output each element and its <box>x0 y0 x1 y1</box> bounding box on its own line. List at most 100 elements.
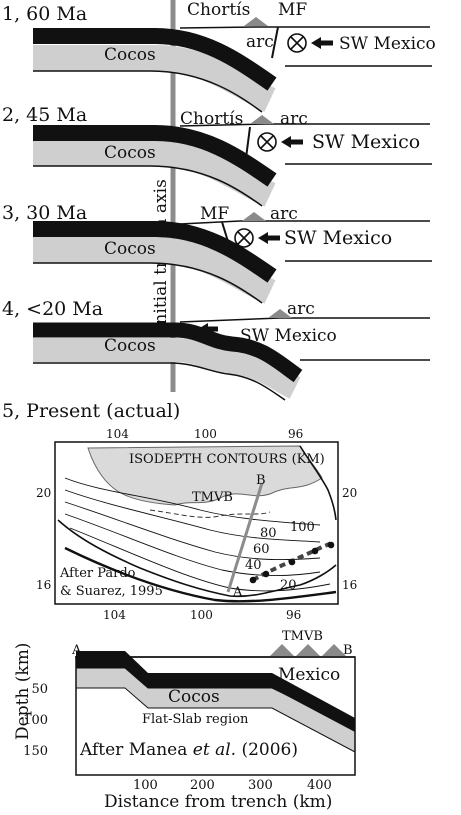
stage-3-title: 3, 30 Ma <box>2 202 87 224</box>
stage-3-cocos-label: Cocos <box>104 239 156 259</box>
map-citation-line2: & Suarez, 1995 <box>60 584 163 599</box>
volcano-dot <box>288 558 296 566</box>
stage-3-sw-mexico-label: SW Mexico <box>284 227 392 249</box>
map-title: ISODEPTH CONTOURS (KM) <box>129 452 325 467</box>
section-y-axis-label: Depth (km) <box>13 643 33 740</box>
map-top-tick: 96 <box>288 427 303 441</box>
stage-3-arc-label: arc <box>270 204 298 224</box>
stage-2-slab-base <box>33 165 263 207</box>
stage-1: 1, 60 Ma Cocos Chortís MF arc SW Mexico <box>2 0 436 113</box>
stage-1-fault <box>271 26 279 59</box>
trench-line <box>64 546 337 603</box>
contour-label: 40 <box>245 558 262 573</box>
stage-1-slab-gray <box>33 45 276 112</box>
profile-end-a: A <box>232 585 243 600</box>
section-y-tick: 50 <box>31 682 48 697</box>
map-tmvb-label: TMVB <box>192 490 233 505</box>
section-end-b: B <box>343 643 353 658</box>
stage-1-into-page-icon <box>287 33 307 53</box>
section-frame <box>75 656 356 776</box>
map-top-tick: 100 <box>194 427 217 441</box>
stage-2-chortis-label: Chortís <box>180 109 243 129</box>
stage-1-sw-mexico-label: SW Mexico <box>339 34 436 54</box>
isodepth-map: 104 100 96 100 80 60 40 20 A B <box>36 427 357 622</box>
stage-4-slab-base <box>33 362 286 401</box>
stage-4-arc-label: arc <box>287 299 315 319</box>
section-x-axis-label: Distance from trench (km) <box>104 792 332 812</box>
volcano-dot <box>311 547 319 555</box>
section-tmvb-label: TMVB <box>282 629 323 644</box>
map-citation-line1: After Pardo <box>59 566 136 581</box>
section-cocos-label: Cocos <box>168 687 220 707</box>
stage-2-into-page-icon <box>257 132 277 152</box>
section-volcano <box>296 644 320 656</box>
stage-2: 2, 45 Ma Cocos Chortís arc SW Mexico <box>2 104 432 207</box>
tmvb-region <box>87 445 323 506</box>
stage-4-cocos-label: Cocos <box>104 336 156 356</box>
section-slab-black <box>76 651 355 732</box>
section-flat-slab-label: Flat-Slab region <box>142 712 249 727</box>
cross-section: TMVB A B Mexico Cocos Flat-Slab region A… <box>13 629 356 812</box>
contour-20 <box>69 527 331 592</box>
stage-3-mf-label: MF <box>200 204 229 224</box>
stage-3-into-page-icon <box>234 228 254 248</box>
volcano-dot <box>249 576 257 584</box>
stage-3-fault <box>221 221 231 249</box>
stage-1-arc-label: arc <box>246 32 274 52</box>
stage-2-arc-volcano <box>250 115 274 124</box>
section-x-tick: 100 <box>133 778 158 793</box>
map-right-tick: 16 <box>342 578 357 592</box>
stage-2-sw-mexico-label: SW Mexico <box>312 131 420 153</box>
section-citation: After Manea et al. (2006) <box>79 740 298 760</box>
stage-1-arrow-icon <box>311 37 321 49</box>
coastline <box>57 445 337 598</box>
stage-2-arc-label: arc <box>280 109 308 129</box>
volcanic-line <box>251 540 335 582</box>
contour-label: 80 <box>260 526 277 541</box>
stage-2-cocos-label: Cocos <box>104 143 156 163</box>
map-left-tick: 20 <box>36 486 51 500</box>
stage-2-arrow-icon <box>281 136 291 148</box>
volcano-dot <box>262 570 270 578</box>
contour-40 <box>64 513 321 576</box>
stage-1-slab-black <box>33 28 277 91</box>
stage-1-plate-top <box>179 26 430 29</box>
stage-1-slab-base <box>33 70 263 113</box>
stage-1-title: 1, 60 Ma <box>2 3 87 25</box>
stage-4-slab-gray <box>33 338 301 399</box>
section-y-tick: 150 <box>23 744 48 759</box>
stage-4: 4, <20 Ma Cocos arc SW Mexico <box>2 298 430 401</box>
stage-3-arc-volcano <box>242 212 266 221</box>
stage-1-chortis-label: Chortís <box>187 0 250 20</box>
map-section-title: 5, Present (actual) <box>2 400 180 422</box>
stage-2-slab-black <box>33 125 277 187</box>
section-mexico-label: Mexico <box>278 665 340 685</box>
contour-label: 20 <box>280 578 297 593</box>
profile-line-ab <box>226 482 264 593</box>
contour-label: 60 <box>253 542 270 557</box>
stage-2-fault <box>245 126 251 159</box>
map-left-tick: 16 <box>36 578 51 592</box>
map-top-tick: 104 <box>106 427 129 441</box>
stage-1-arc-volcano <box>244 17 268 26</box>
stage-1-cocos-label: Cocos <box>104 45 156 65</box>
stage-4-title: 4, <20 Ma <box>2 298 103 320</box>
stage-4-sw-mexico-label: SW Mexico <box>240 326 337 346</box>
contour-100 <box>64 477 321 526</box>
section-x-tick: 400 <box>307 778 332 793</box>
stage-2-title: 2, 45 Ma <box>2 104 87 126</box>
contour-dashed <box>149 509 271 518</box>
section-volcano <box>270 644 294 656</box>
map-bottom-tick: 100 <box>190 608 213 622</box>
profile-end-b: B <box>256 473 266 488</box>
section-x-tick: 200 <box>190 778 215 793</box>
stage-3-slab-black <box>33 221 277 283</box>
stage-4-slab-black <box>33 322 303 383</box>
stage-3-plate-top <box>179 220 430 225</box>
stage-3: 3, 30 Ma Cocos MF arc SW Mexico <box>2 202 432 304</box>
section-volcano <box>322 644 346 656</box>
stage-3-slab-base <box>33 262 263 304</box>
section-y-tick: 100 <box>23 713 48 728</box>
section-end-a: A <box>71 643 82 658</box>
